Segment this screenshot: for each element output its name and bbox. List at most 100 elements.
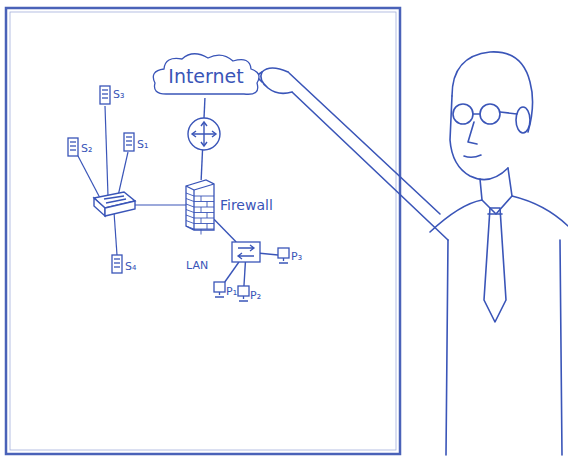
node-label: P₁ xyxy=(226,286,237,297)
firewall-brick xyxy=(201,207,202,213)
arm-lower xyxy=(292,92,448,240)
firewall-brick xyxy=(194,196,214,197)
server-slot xyxy=(114,262,120,263)
pc-stand xyxy=(239,296,248,301)
firewall-edge xyxy=(194,184,214,190)
pc-node: P₁ xyxy=(214,282,225,297)
wire xyxy=(114,212,117,255)
server-shape xyxy=(100,86,110,104)
server-node: S₂ xyxy=(68,138,78,156)
server-slot xyxy=(126,136,132,137)
firewall-node: Firewall xyxy=(186,180,214,230)
node-label: Internet xyxy=(168,66,243,85)
glasses-lens xyxy=(453,104,473,124)
server-shape xyxy=(112,255,122,273)
server-slot xyxy=(114,258,120,259)
switch-symbol xyxy=(94,192,135,216)
router-symbol xyxy=(188,118,220,150)
node-label: P₂ xyxy=(250,290,261,301)
server-node: S₁ xyxy=(124,133,134,151)
server-slot xyxy=(102,89,108,90)
switch-node: LAN xyxy=(232,242,260,262)
server-node: S₄ xyxy=(112,255,122,273)
server-slot xyxy=(70,149,76,150)
pc-monitor xyxy=(238,286,249,296)
server-icon xyxy=(124,133,134,151)
firewall-brick xyxy=(186,204,194,207)
server-body xyxy=(112,255,122,273)
network-link xyxy=(214,219,236,242)
switch-side xyxy=(94,198,105,216)
pc-monitor xyxy=(214,282,225,292)
hand xyxy=(261,68,292,93)
firewall-brick xyxy=(194,218,214,219)
firewall-brick xyxy=(186,210,194,213)
pc-shape xyxy=(278,248,289,263)
server-slot xyxy=(126,144,132,145)
wire xyxy=(118,152,128,196)
server-node: S₃ xyxy=(100,86,110,104)
server-icon xyxy=(100,86,110,104)
firewall-brick xyxy=(201,196,202,202)
firewall-brick xyxy=(194,229,214,230)
server-icon xyxy=(112,255,122,273)
router-circle xyxy=(188,118,220,150)
arm-upper xyxy=(288,72,440,214)
pc-monitor xyxy=(278,248,289,258)
pc-icon xyxy=(238,286,249,301)
cloud-icon xyxy=(153,54,259,95)
pc-stand xyxy=(279,258,288,263)
firewall-brick xyxy=(207,202,208,208)
network-link xyxy=(244,262,245,286)
board-frame xyxy=(6,8,400,454)
firewall-brick xyxy=(186,221,194,224)
firewall-brick xyxy=(207,224,208,230)
server-slot xyxy=(70,145,76,146)
wire xyxy=(105,106,108,196)
server-slot xyxy=(102,93,108,94)
server-body xyxy=(68,138,78,156)
server-slot xyxy=(114,266,120,267)
firewall-brick xyxy=(186,199,194,202)
network-link xyxy=(260,253,278,255)
tie-knot xyxy=(488,213,502,215)
router-cross xyxy=(193,123,215,145)
switch-arrows xyxy=(238,245,254,259)
ear xyxy=(516,107,530,133)
server-wires xyxy=(78,106,186,255)
tie xyxy=(484,208,506,322)
network-link xyxy=(225,262,239,282)
pc-shape xyxy=(238,286,249,301)
wire xyxy=(78,156,100,198)
firewall-brick xyxy=(201,229,202,235)
glasses-lens xyxy=(480,104,500,124)
cloud-node: Internet xyxy=(150,52,262,98)
switch-icon xyxy=(232,242,260,262)
whiteboard xyxy=(6,8,400,454)
switch-arrow xyxy=(104,196,124,199)
firewall-brick xyxy=(207,213,208,219)
server-body xyxy=(100,86,110,104)
node-label: S₄ xyxy=(125,261,136,272)
firewall-edge xyxy=(186,186,194,190)
firewall-brick xyxy=(194,207,214,208)
wire xyxy=(134,204,186,205)
server-slot xyxy=(126,140,132,141)
node-label: S₂ xyxy=(81,143,92,154)
face xyxy=(450,96,508,180)
server-slot xyxy=(70,141,76,142)
body xyxy=(446,240,562,455)
switch-front xyxy=(105,201,135,216)
server-body xyxy=(124,133,134,151)
pc-shape xyxy=(214,282,225,297)
switch-body xyxy=(232,242,260,262)
hair xyxy=(452,52,533,132)
switch-arrow xyxy=(106,199,126,203)
firewall-brick xyxy=(186,193,194,196)
presenter xyxy=(256,52,568,455)
firewall-brick xyxy=(194,212,214,213)
firewall-icon xyxy=(186,180,214,235)
